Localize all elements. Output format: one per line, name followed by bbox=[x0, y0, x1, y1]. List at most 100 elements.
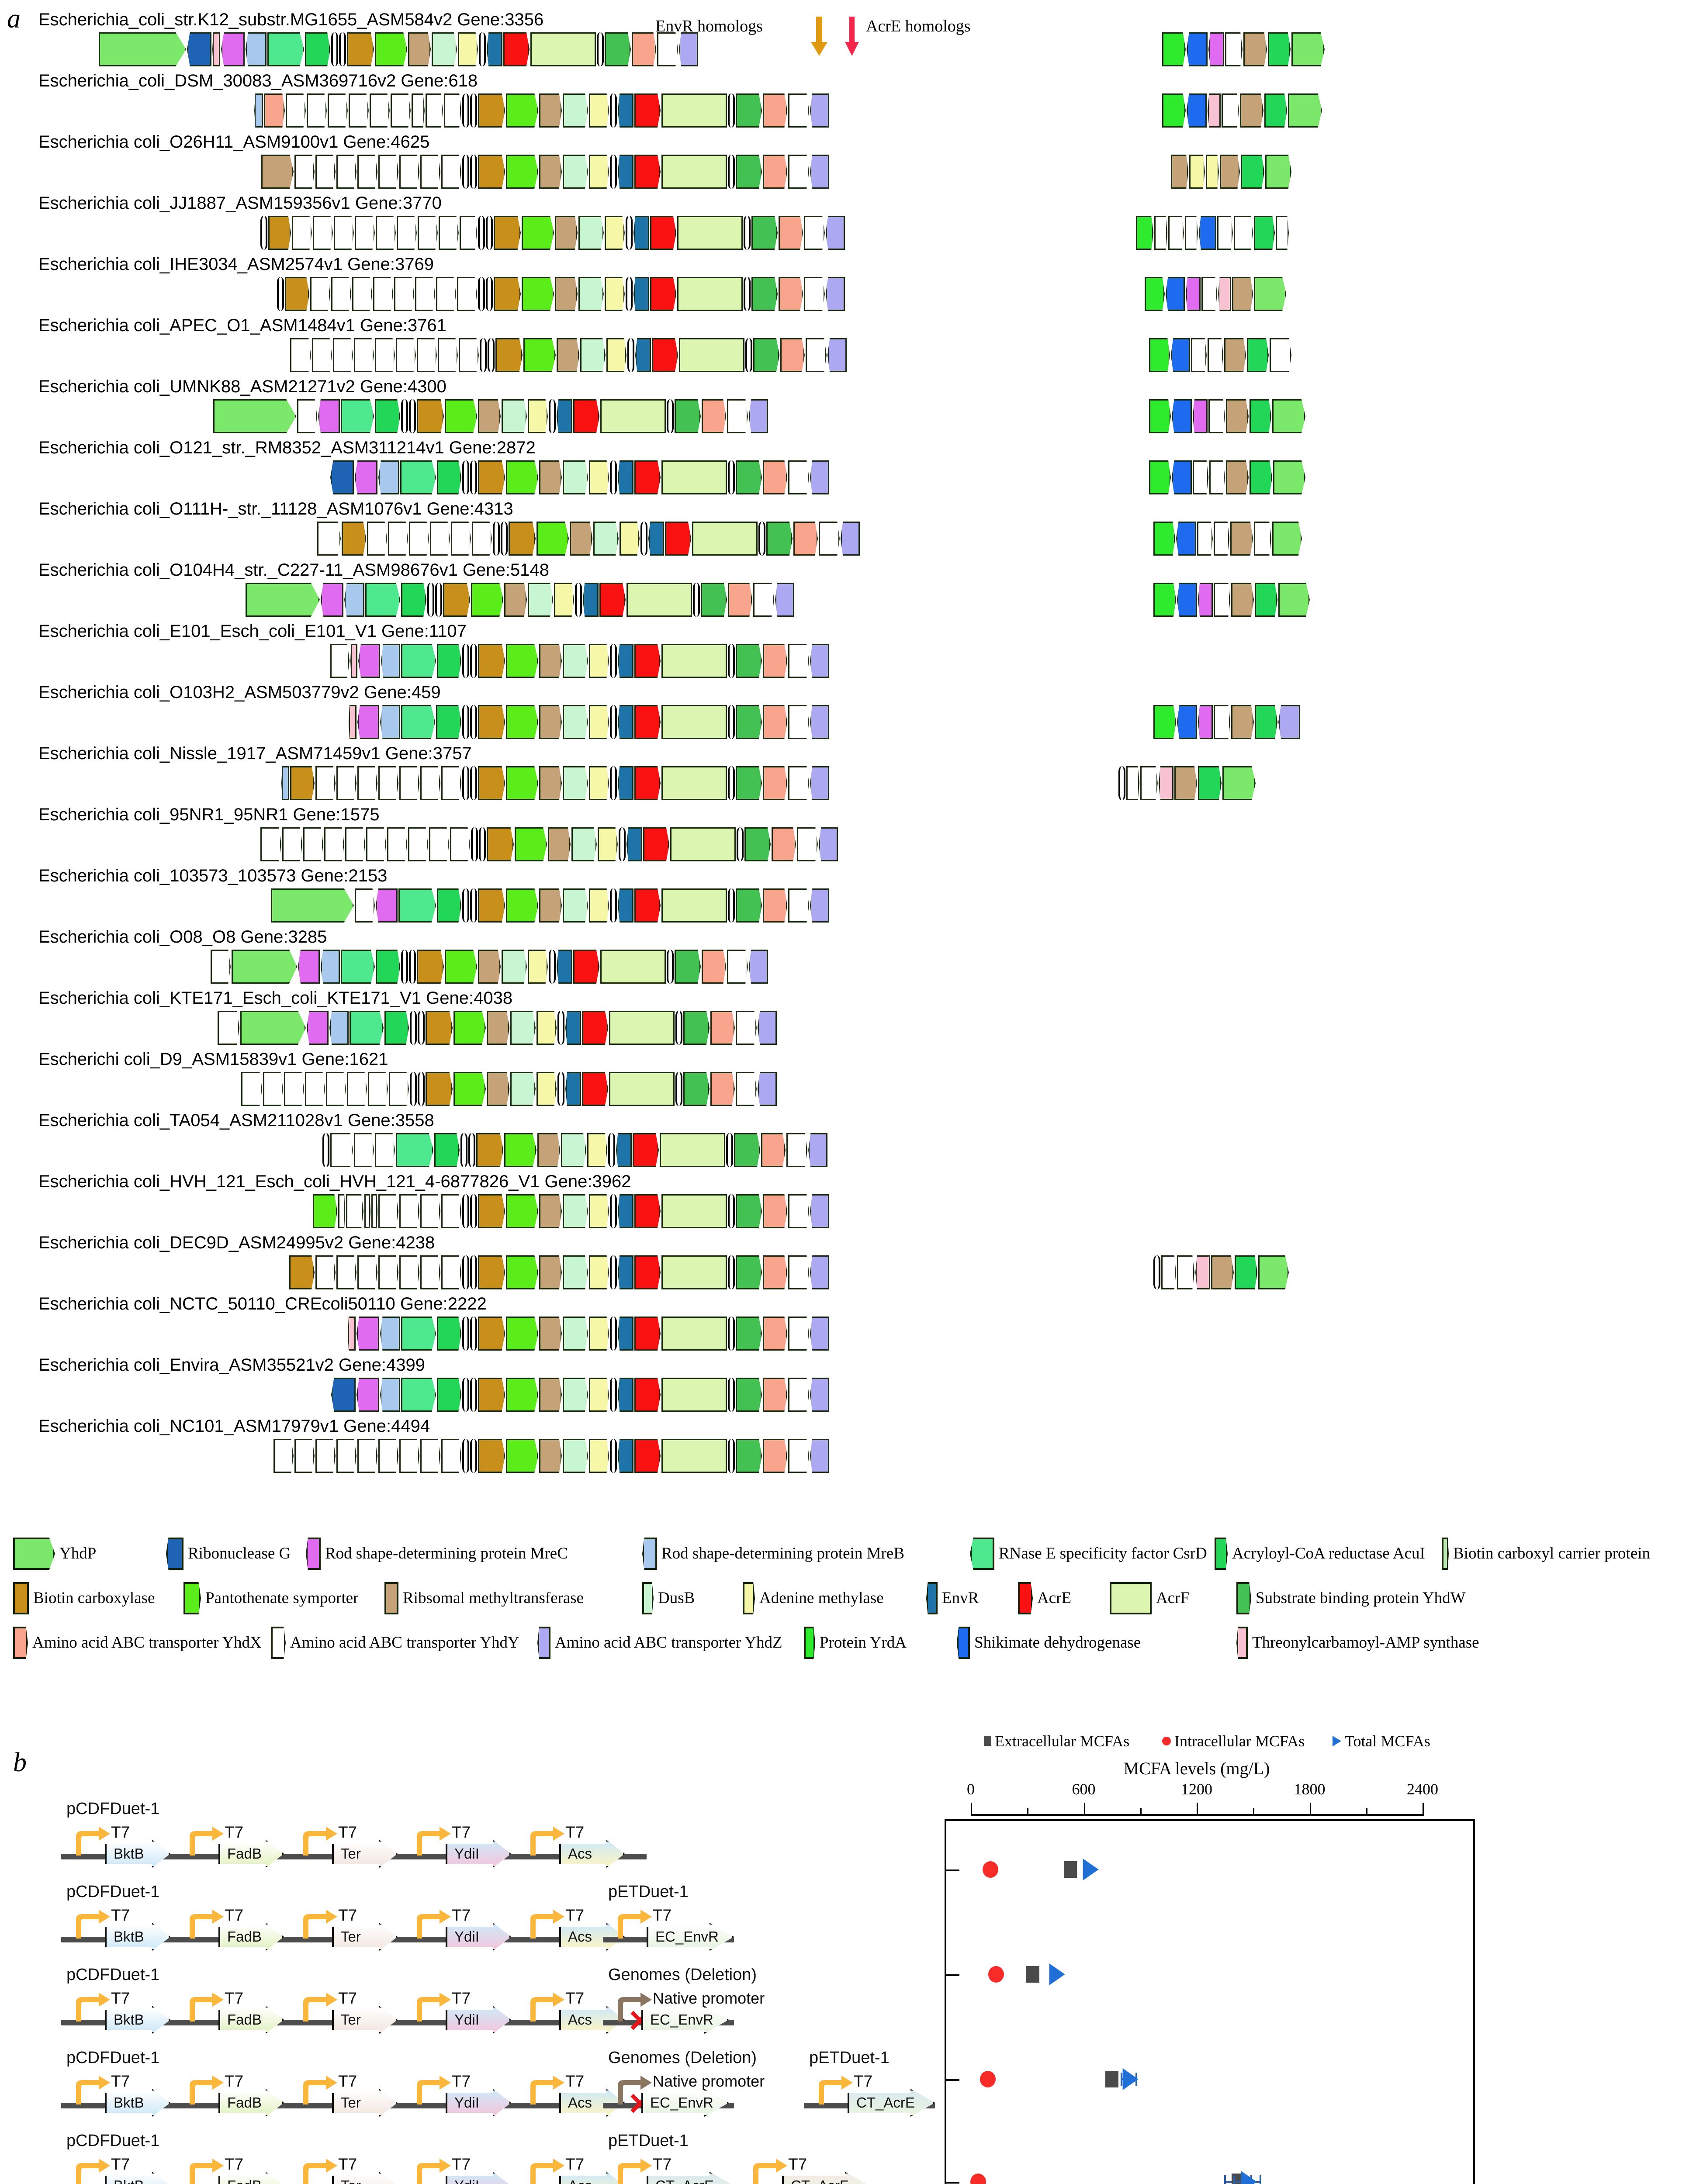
gene-arrow bbox=[563, 155, 588, 189]
gene-arrow bbox=[506, 1317, 538, 1351]
gene-arrow bbox=[341, 399, 374, 433]
gene-arrow bbox=[780, 338, 805, 372]
gene-arrow bbox=[763, 705, 787, 739]
gene-arrow bbox=[1254, 216, 1275, 250]
panel-a-genome-comparison: Escherichia_coli_str.K12_substr.MG1655_A… bbox=[0, 10, 1703, 1473]
gene-arrow bbox=[679, 338, 744, 372]
genome-label: Escherichia coli_NCTC_50110_CREcoli50110… bbox=[38, 1294, 487, 1313]
gene-arrow bbox=[561, 1133, 586, 1167]
gene-arrow bbox=[728, 583, 752, 617]
gene-arrow bbox=[589, 705, 609, 739]
gene-arrow bbox=[763, 1194, 787, 1228]
genome-label: Escherichia coli_103573_103573 Gene:2153 bbox=[38, 866, 388, 885]
cluster-break-icon bbox=[486, 277, 493, 311]
chart-legend-item: Intracellular MCFAs bbox=[1162, 1732, 1305, 1750]
gene-arrow bbox=[389, 1072, 409, 1106]
gene-arrow bbox=[368, 1072, 388, 1106]
gene-arrow bbox=[665, 522, 691, 556]
gene-arrow bbox=[506, 1194, 538, 1228]
cluster-break-icon bbox=[462, 766, 469, 800]
genome-label: Escherichia coli_O121_str._RM8352_ASM311… bbox=[38, 438, 536, 457]
gene-arrow bbox=[345, 827, 365, 861]
cluster-break-icon bbox=[486, 216, 493, 250]
gene-arrow bbox=[766, 522, 793, 556]
cluster-break-icon bbox=[468, 1133, 475, 1167]
gene-arrow bbox=[1278, 583, 1310, 617]
y-axis-tick bbox=[945, 1974, 959, 1976]
gene-arrow bbox=[399, 766, 419, 800]
gene-arrow bbox=[537, 522, 569, 556]
gene-arrow bbox=[751, 216, 778, 250]
gene-arrow bbox=[1250, 399, 1271, 433]
gene-cluster-right bbox=[1153, 522, 1303, 556]
gene-arrow bbox=[1214, 522, 1229, 556]
gene-arrow bbox=[786, 1133, 807, 1167]
gene-arrow bbox=[670, 827, 736, 861]
gene-arrow bbox=[1265, 155, 1291, 189]
cluster-break-icon bbox=[479, 827, 486, 861]
gene-arrow bbox=[495, 338, 523, 372]
cluster-break-icon bbox=[728, 460, 735, 494]
gene-arrow bbox=[736, 1194, 762, 1228]
cluster-break-icon bbox=[758, 522, 765, 556]
cluster-break-icon bbox=[410, 1011, 417, 1045]
gene-arrow bbox=[426, 93, 443, 128]
gene-cluster-right bbox=[1153, 705, 1301, 739]
genome-row: Escherichia coli_JJ1887_ASM159356v1 Gene… bbox=[0, 193, 1703, 252]
genome-label: Escherichi coli_D9_ASM15839v1 Gene:1621 bbox=[38, 1050, 388, 1069]
gene-arrow bbox=[240, 1011, 306, 1045]
gene-arrow bbox=[453, 1011, 486, 1045]
cluster-break-icon bbox=[728, 93, 735, 128]
gene-cluster-right bbox=[1118, 766, 1256, 800]
genome-label: Escherichia coli_95NR1_95NR1 Gene:1575 bbox=[38, 805, 380, 824]
gene-cluster-main bbox=[218, 1011, 778, 1045]
gene-arrow bbox=[563, 460, 588, 494]
gene-arrow bbox=[380, 1317, 400, 1351]
gene-arrow bbox=[573, 950, 599, 984]
gene-arrow bbox=[409, 522, 429, 556]
gene-arrow bbox=[528, 583, 553, 617]
legend-item: Pantothenate symporter bbox=[183, 1582, 358, 1614]
gene-arrow bbox=[1214, 583, 1230, 617]
cluster-break-icon bbox=[462, 888, 469, 923]
gene-arrow bbox=[348, 1317, 356, 1351]
gene-arrow bbox=[399, 1255, 419, 1289]
legend-color-swatch bbox=[970, 1538, 994, 1570]
gene-arrow bbox=[478, 1317, 505, 1351]
gene-arrow bbox=[650, 277, 676, 311]
cluster-break-icon bbox=[610, 460, 617, 494]
gene-arrow bbox=[349, 705, 357, 739]
gene-arrow bbox=[578, 216, 604, 250]
genome-row: Escherichia coli_O08_O8 Gene:3285 bbox=[0, 927, 1703, 986]
gene-arrow bbox=[810, 644, 829, 678]
cluster-break-icon bbox=[409, 950, 416, 984]
cluster-break-icon bbox=[728, 888, 735, 923]
gene-arrow bbox=[1264, 93, 1287, 128]
gene-arrow bbox=[565, 1072, 581, 1106]
gene-arrow bbox=[841, 522, 860, 556]
gene-arrow bbox=[439, 216, 459, 250]
gene-arrow bbox=[779, 277, 803, 311]
gene-arrow bbox=[661, 1255, 727, 1289]
gene-arrow bbox=[494, 277, 521, 311]
gene-arrow bbox=[661, 644, 727, 678]
legend-item: Rod shape-determining protein MreB bbox=[642, 1538, 904, 1570]
gene-arrow bbox=[797, 827, 818, 861]
gene-arrow bbox=[1214, 705, 1230, 739]
gene-arrow bbox=[282, 827, 302, 861]
genome-row: Escherichi coli_D9_ASM15839v1 Gene:1621 bbox=[0, 1049, 1703, 1109]
cluster-break-icon bbox=[627, 338, 634, 372]
genome-row: Escherichia coli_KTE171_Esch_coli_KTE171… bbox=[0, 988, 1703, 1047]
genome-label: Escherichia coli_NC101_ASM17979v1 Gene:4… bbox=[38, 1417, 430, 1436]
gene-arrow bbox=[618, 460, 633, 494]
legend-item: Ribsomal methyltransferase bbox=[384, 1582, 584, 1614]
genome-row: Escherichia coli_UMNK88_ASM21271v2 Gene:… bbox=[0, 377, 1703, 436]
gene-arrow bbox=[1199, 216, 1216, 250]
gene-cluster-main bbox=[349, 705, 830, 739]
gene-arrow bbox=[573, 399, 599, 433]
gene-arrow bbox=[578, 277, 604, 311]
gene-arrow bbox=[763, 93, 787, 128]
cluster-break-icon bbox=[619, 827, 626, 861]
gene-arrow bbox=[539, 1317, 562, 1351]
data-point-circle bbox=[983, 1861, 999, 1878]
